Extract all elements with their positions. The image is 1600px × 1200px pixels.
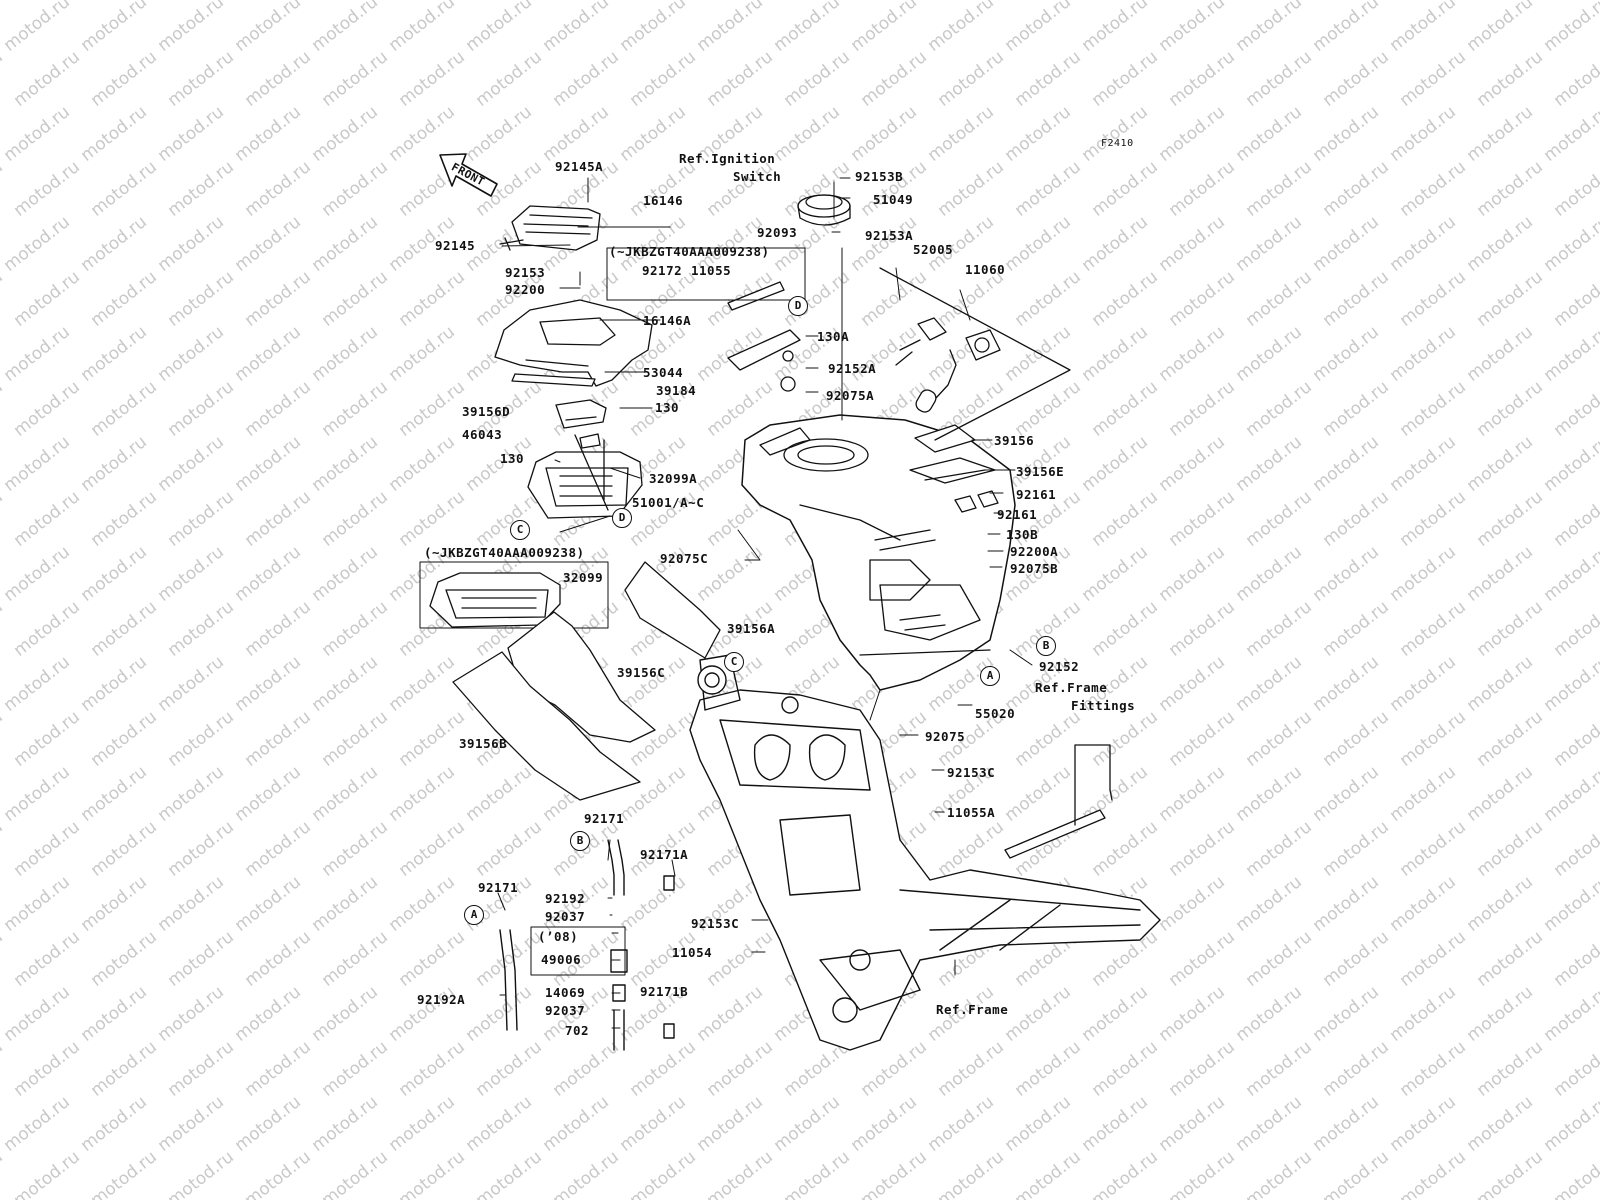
part-label: 11060 — [965, 262, 1006, 277]
frame-fitting-part — [1004, 744, 1113, 859]
part-label: 52005 — [913, 242, 954, 257]
floor-mats — [452, 561, 721, 801]
part-label: 46043 — [462, 427, 503, 442]
part-label: 92152A — [828, 361, 877, 376]
callout-c-frame: C — [724, 652, 744, 672]
part-label: 92200A — [1010, 544, 1059, 559]
part-label: 130A — [817, 329, 850, 344]
part-label: 55020 — [975, 706, 1016, 721]
part-label: 11054 — [672, 945, 713, 960]
tank-cover-part — [494, 299, 653, 387]
note-ref-ignition: Ref.Ignition — [679, 151, 776, 166]
part-label: 92192A — [417, 992, 466, 1007]
tray-upper-part — [527, 434, 643, 519]
note-ref-frame-fittings: Ref.Frame — [1035, 680, 1108, 695]
part-label: 92171 — [584, 811, 625, 826]
part-label: 32099A — [649, 471, 698, 486]
note-ref-ignition-switch: Switch — [733, 169, 782, 184]
part-label: 130B — [1006, 527, 1039, 542]
tray-lower-part — [429, 572, 561, 628]
fuel-tank-part — [741, 414, 1016, 691]
part-label: 39156 — [994, 433, 1035, 448]
callout-b-tank: B — [1036, 636, 1056, 656]
part-label: 11055A — [947, 805, 996, 820]
fuel-cap-part — [797, 194, 851, 226]
part-label: 92153C — [947, 765, 996, 780]
part-label: 92200 — [505, 282, 546, 297]
seat-cover-part — [499, 205, 601, 251]
part-label: 92037 — [545, 1003, 586, 1018]
part-label: 130 — [500, 451, 525, 466]
part-label: 39156A — [727, 621, 776, 636]
note-serial-upper: (~JKBZGT40AAA009238) — [609, 244, 770, 259]
pump-parts — [879, 267, 1071, 513]
part-label: 92172 — [642, 263, 683, 278]
callout-a-tank: A — [980, 666, 1000, 686]
part-label: 92161 — [1016, 487, 1057, 502]
part-label: 92171A — [640, 847, 689, 862]
part-label: 53044 — [643, 365, 684, 380]
bracket-parts — [606, 247, 806, 392]
part-label: 92171 — [478, 880, 519, 895]
part-label: 14069 — [545, 985, 586, 1000]
part-label: 92075C — [660, 551, 709, 566]
callout-d-lower: D — [612, 508, 632, 528]
part-label: 39156E — [1016, 464, 1065, 479]
part-label: 51049 — [873, 192, 914, 207]
part-label: 39156C — [617, 665, 666, 680]
part-label: 702 — [565, 1023, 590, 1038]
diagram-code: F2410 — [1101, 138, 1134, 149]
hose-parts — [499, 839, 675, 1051]
callout-a-hose: A — [464, 905, 484, 925]
part-label: 92171B — [640, 984, 689, 999]
part-label: 92075A — [826, 388, 875, 403]
part-label: 130 — [655, 400, 680, 415]
part-label: 92093 — [757, 225, 798, 240]
note-ref-frame: Ref.Frame — [936, 1002, 1009, 1017]
part-label: 39156B — [459, 736, 508, 751]
callout-d-upper: D — [788, 296, 808, 316]
part-label: 16146 — [643, 193, 684, 208]
part-label: 92153A — [865, 228, 914, 243]
part-label: 92153C — [691, 916, 740, 931]
note-serial-lower: (~JKBZGT40AAA009238) — [424, 545, 585, 560]
part-label: 39184 — [656, 383, 697, 398]
part-label: 32099 — [563, 570, 604, 585]
part-label: 92153 — [505, 265, 546, 280]
part-label: 92145A — [555, 159, 604, 174]
part-label: 92075B — [1010, 561, 1059, 576]
part-label: 16146A — [643, 313, 692, 328]
part-label: 49006 — [541, 952, 582, 967]
part-label: (’08) — [538, 929, 579, 944]
leader-lines — [497, 177, 1033, 1029]
part-label: 51001/A~C — [632, 495, 705, 510]
part-label: 92161 — [997, 507, 1038, 522]
frame-part — [689, 654, 1161, 1051]
part-label: 92145 — [435, 238, 476, 253]
front-arrow-icon — [439, 153, 498, 197]
callout-b-hose: B — [570, 831, 590, 851]
part-label: 92037 — [545, 909, 586, 924]
part-label: 11055 — [691, 263, 732, 278]
part-label: 39156D — [462, 404, 511, 419]
note-ref-frame-fittings-2: Fittings — [1071, 698, 1136, 713]
part-label: 92152 — [1039, 659, 1080, 674]
callout-c-left: C — [510, 520, 530, 540]
part-label: 92192 — [545, 891, 586, 906]
part-label: 92075 — [925, 729, 966, 744]
pad-parts — [555, 399, 607, 449]
part-label: 92153B — [855, 169, 904, 184]
